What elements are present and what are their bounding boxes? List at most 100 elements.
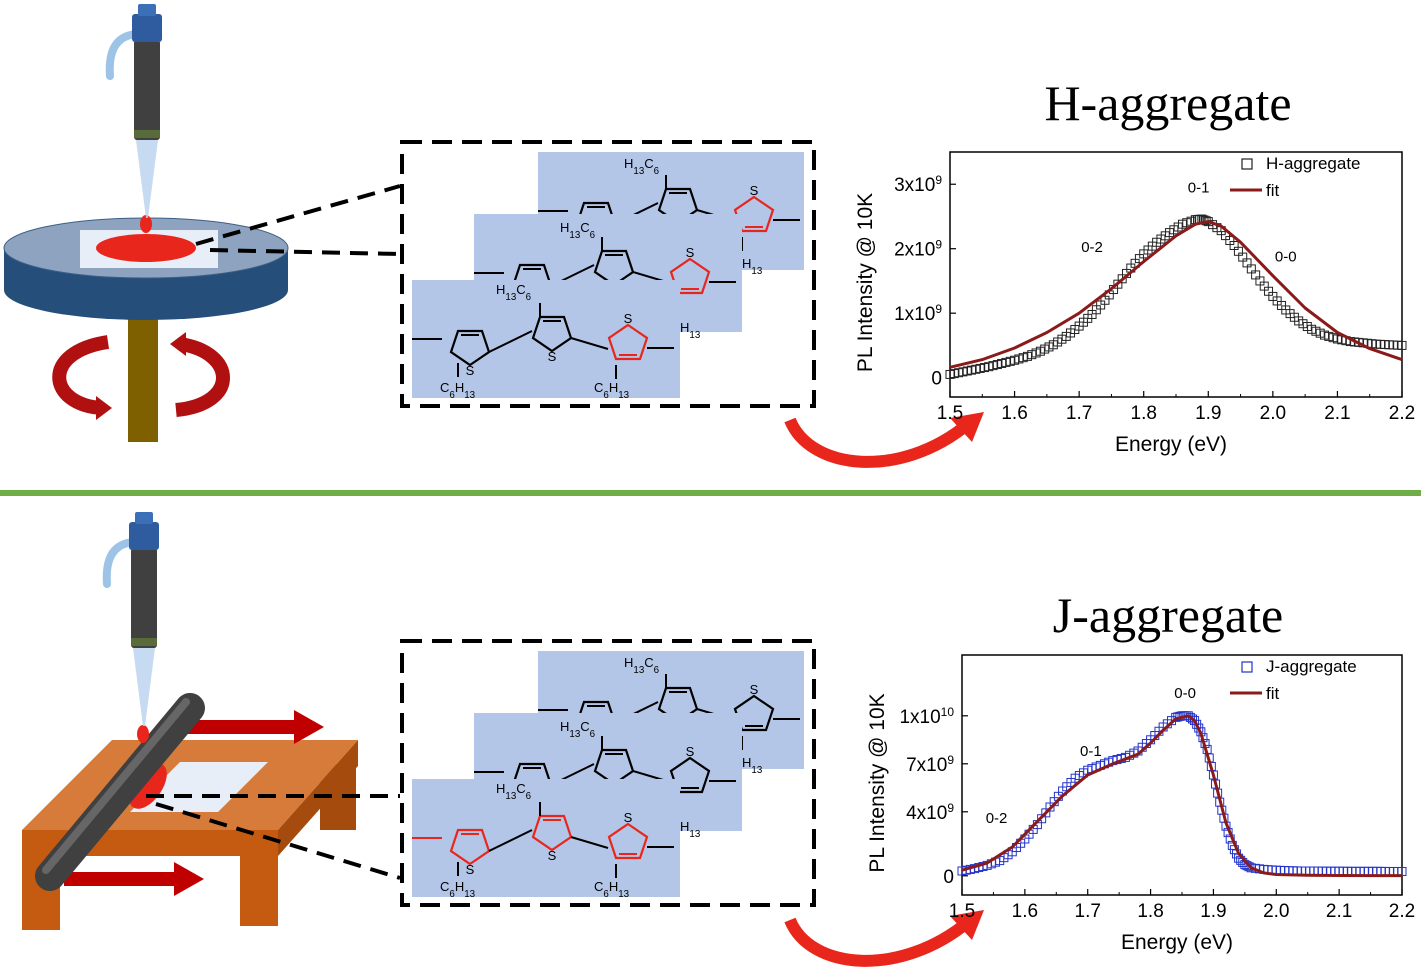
laser-beam: [133, 648, 155, 726]
side-chain-label: H13: [742, 256, 762, 277]
blade-coater-illustration: [22, 512, 358, 930]
thiophene-ring: [733, 694, 775, 732]
sulfur-atom-label: S: [548, 848, 557, 863]
coating-blade: [35, 693, 205, 891]
x-tick-label: 1.9: [1200, 901, 1226, 922]
thiophene-ring: [449, 828, 491, 866]
side-chain-label: C6H13: [594, 879, 629, 900]
panel-title: H-aggregate: [1044, 75, 1291, 131]
x-tick-label: 1.8: [1137, 901, 1163, 922]
x-tick-label: 2.1: [1326, 901, 1352, 922]
molecule-backbone-panel: [412, 280, 680, 398]
x-tick-label: 1.7: [1075, 901, 1101, 922]
laser-cap: [129, 522, 159, 550]
side-chain-label: H13C6: [560, 719, 595, 740]
legend-marker: [1241, 158, 1253, 170]
legend-marker: [1241, 661, 1253, 673]
side-chain-label: C6H13: [440, 879, 475, 900]
legend-label: fit: [1266, 684, 1280, 703]
molecule-stack-h: SSSH13C6SSSH13C6H13SSSH13C6H13C6H13C6H13: [400, 140, 816, 408]
side-chain-label: H13: [680, 819, 700, 840]
x-tick-label: 1.8: [1131, 403, 1157, 424]
side-chain-label: H13C6: [560, 220, 595, 241]
fiber-tube: [105, 30, 140, 80]
solution-droplet: [140, 215, 152, 233]
molecule-backbone-panel: [412, 779, 680, 897]
side-chain-label: H13C6: [624, 156, 659, 177]
rotation-arrow-left: [52, 335, 110, 415]
legend-label: H-aggregate: [1266, 154, 1361, 173]
data-point: [1244, 862, 1254, 872]
y-tick-label: 2x109: [894, 238, 942, 261]
side-chain-label: H13C6: [496, 781, 531, 802]
sulfur-atom-label: S: [466, 363, 475, 378]
thiophene-ring: [669, 257, 711, 295]
y-tick-label: 1x109: [894, 302, 942, 325]
rotation-arrow-right: [175, 337, 230, 417]
thiophene-ring: [607, 822, 649, 860]
y-tick-label: 3x109: [894, 173, 942, 196]
x-tick-label: 1.6: [1001, 403, 1027, 424]
thiophene-ring: [657, 187, 699, 225]
peak-annotation: 0-0: [1174, 685, 1196, 702]
substrate: [130, 762, 268, 812]
zoom-line: [155, 802, 401, 880]
zoom-line: [195, 184, 401, 246]
thiophene-ring: [531, 315, 573, 353]
solution-droplet: [137, 725, 149, 743]
y-axis-label: PL Intensity @ 10K: [854, 193, 877, 372]
x-axis-label: Energy (eV): [1115, 433, 1227, 456]
side-chain-label: H13C6: [624, 655, 659, 676]
pl-spectrum-chart-h: 1.5 1.6 1.7 1.8 1.9 2.0 2.1 2.2 0 1x109 2x109 3x109…: [854, 151, 1415, 456]
sulfur-atom-label: S: [624, 311, 633, 326]
y-tick-label: 1x1010: [899, 705, 954, 728]
motion-arrow-top: [184, 720, 294, 734]
sulfur-atom-label: S: [624, 810, 633, 825]
x-tick-label: 1.5: [949, 901, 975, 922]
thiophene-ring: [669, 756, 711, 794]
side-chain-label: H13: [742, 755, 762, 776]
y-tick-label: 0: [931, 369, 942, 390]
side-chain-label: C6H13: [440, 380, 475, 401]
sulfur-atom-label: S: [750, 183, 759, 198]
section-divider: [0, 490, 1421, 496]
x-tick-label: 2.1: [1324, 403, 1350, 424]
y-tick-label: 7x109: [906, 753, 954, 776]
laser-body: [134, 40, 160, 140]
x-tick-label: 2.0: [1260, 403, 1286, 424]
x-tick-label: 1.9: [1195, 403, 1221, 424]
thiophene-ring: [593, 748, 635, 786]
x-tick-label: 2.2: [1389, 901, 1415, 922]
x-axis-label: Energy (eV): [1121, 931, 1233, 954]
zoom-line: [209, 248, 401, 256]
plot-frame: [949, 151, 1403, 398]
panel-title: J-aggregate: [1053, 587, 1283, 643]
x-tick-label: 2.2: [1389, 403, 1415, 424]
thiophene-ring: [531, 814, 573, 852]
x-tick-label: 1.7: [1066, 403, 1092, 424]
backbone-bond: [488, 829, 533, 852]
y-tick-label: 4x109: [906, 801, 954, 824]
zoom-frame: [400, 639, 816, 907]
sulfur-atom-label: S: [686, 744, 695, 759]
thiophene-ring: [593, 249, 635, 287]
y-tick-label: 0: [943, 867, 954, 888]
x-tick-label: 1.6: [1012, 901, 1038, 922]
spin-coater-illustration: [3, 4, 289, 442]
laser-beam: [136, 140, 158, 218]
sulfur-atom-label: S: [466, 862, 475, 877]
x-tick-label: 1.5: [937, 403, 963, 424]
pl-spectrum-chart-j: 1.5 1.6 1.7 1.8 1.9 2.0 2.1 2.2 0 4x109 7x109 1x101…: [866, 654, 1415, 954]
data-point: [1397, 340, 1407, 350]
sulfur-atom-label: S: [686, 245, 695, 260]
x-tick-label: 2.0: [1263, 901, 1289, 922]
thiophene-ring: [657, 686, 699, 724]
spinner-shaft: [128, 300, 158, 442]
curved-arrow-to-chart: [784, 917, 972, 967]
sulfur-atom-label: S: [548, 349, 557, 364]
backbone-bond: [488, 330, 533, 353]
laser-cap: [132, 14, 162, 42]
peak-annotation: 0-1: [1188, 180, 1210, 197]
side-chain-label: H13: [680, 320, 700, 341]
